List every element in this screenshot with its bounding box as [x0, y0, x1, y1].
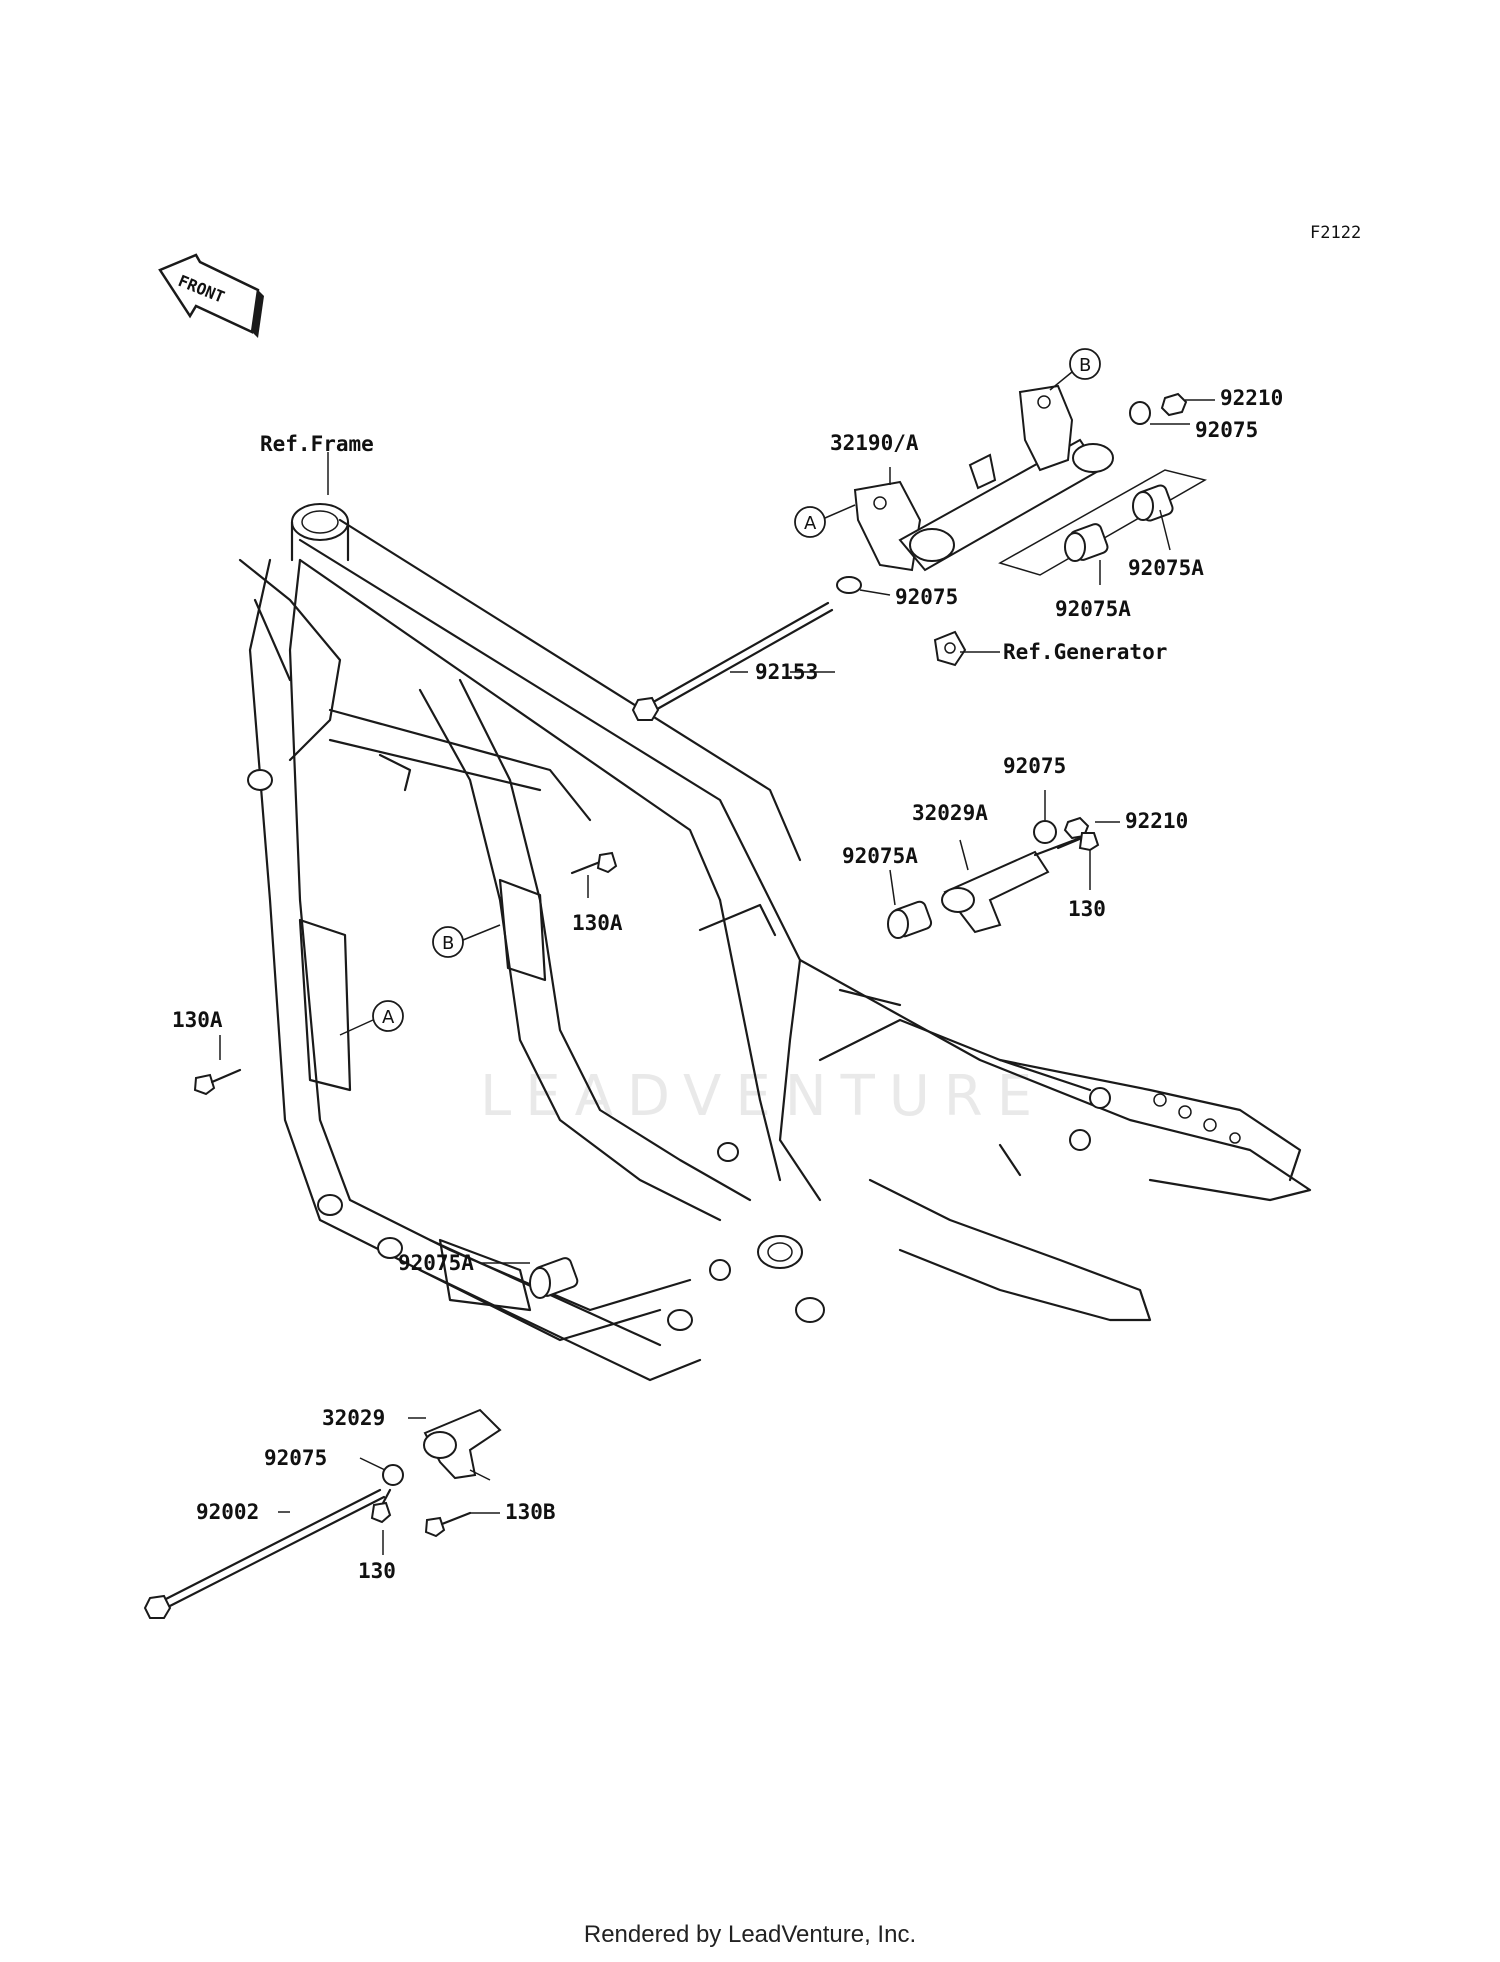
marker-b-top: B	[1049, 348, 1101, 391]
label-92075-r2: 92075	[1003, 754, 1066, 778]
bolt-mid	[1056, 832, 1100, 852]
label-130a-left: 130A	[172, 1008, 223, 1032]
mount-pad-plate	[998, 469, 1207, 576]
label-ref-frame: Ref.Frame	[260, 432, 374, 456]
washer-mid	[1033, 820, 1057, 844]
washer-upper-left	[836, 576, 862, 594]
rubber-bushing-upper-right	[1132, 484, 1174, 522]
bolt-130a-center	[570, 851, 618, 875]
label-92075a-r2: 92075A	[842, 844, 918, 868]
rubber-bushing-lower	[529, 1257, 579, 1299]
engine-mount-bracket-upper	[853, 384, 1114, 572]
washer-upper	[1129, 401, 1151, 425]
label-130-bot: 130	[358, 1559, 396, 1583]
nut-upper	[1160, 392, 1188, 417]
bolt-130a-left	[193, 1068, 242, 1096]
svg-text:A: A	[382, 1007, 395, 1028]
label-130a-center: 130A	[572, 911, 623, 935]
label-32190a: 32190/A	[830, 431, 919, 455]
leader-lines	[219, 399, 1215, 1555]
label-130b: 130B	[505, 1500, 556, 1524]
engine-mount-bracket-mid	[941, 836, 1082, 934]
svg-text:B: B	[1079, 355, 1091, 376]
label-32029a: 32029A	[912, 801, 988, 825]
label-92075a-right: 92075A	[1128, 556, 1204, 580]
watermark: LEADVENTURE	[480, 1064, 1046, 1129]
motorcycle-frame	[238, 503, 1312, 1382]
rubber-bushing-upper-mid	[1064, 523, 1109, 562]
footer-credit: Rendered by LeadVenture, Inc.	[583, 1921, 917, 1948]
label-92075a-mid: 92075A	[1055, 597, 1131, 621]
front-arrow-icon: FRONT	[158, 253, 264, 338]
marker-a-frame: A	[339, 1000, 404, 1036]
label-92075-bot: 92075	[264, 1446, 327, 1470]
marker-a-top: A	[794, 504, 856, 538]
long-bolt-upper	[631, 601, 834, 721]
bolt-130b-lower	[424, 1511, 472, 1538]
rubber-bushing-mid	[887, 900, 933, 939]
marker-b-frame: B	[432, 924, 501, 958]
generator-clip	[933, 630, 967, 667]
svg-text:B: B	[442, 933, 454, 954]
label-92153: 92153	[755, 660, 818, 684]
label-92075-mid: 92075	[895, 585, 958, 609]
label-92210-r2: 92210	[1125, 809, 1188, 833]
bolt-130-lower	[370, 1488, 392, 1524]
washer-lower	[382, 1464, 404, 1486]
label-32029: 32029	[322, 1406, 385, 1430]
label-ref-generator: Ref.Generator	[1003, 640, 1167, 664]
diagram-code: F2122	[1310, 223, 1361, 243]
long-bolt-lower	[143, 1488, 386, 1619]
engine-mount-bracket-lower	[423, 1408, 502, 1480]
label-92075a-bot: 92075A	[398, 1251, 474, 1275]
label-92210-top: 92210	[1220, 386, 1283, 410]
label-92002: 92002	[196, 1500, 259, 1524]
label-92075-top: 92075	[1195, 418, 1258, 442]
svg-text:A: A	[804, 513, 817, 534]
label-130-r2: 130	[1068, 897, 1106, 921]
